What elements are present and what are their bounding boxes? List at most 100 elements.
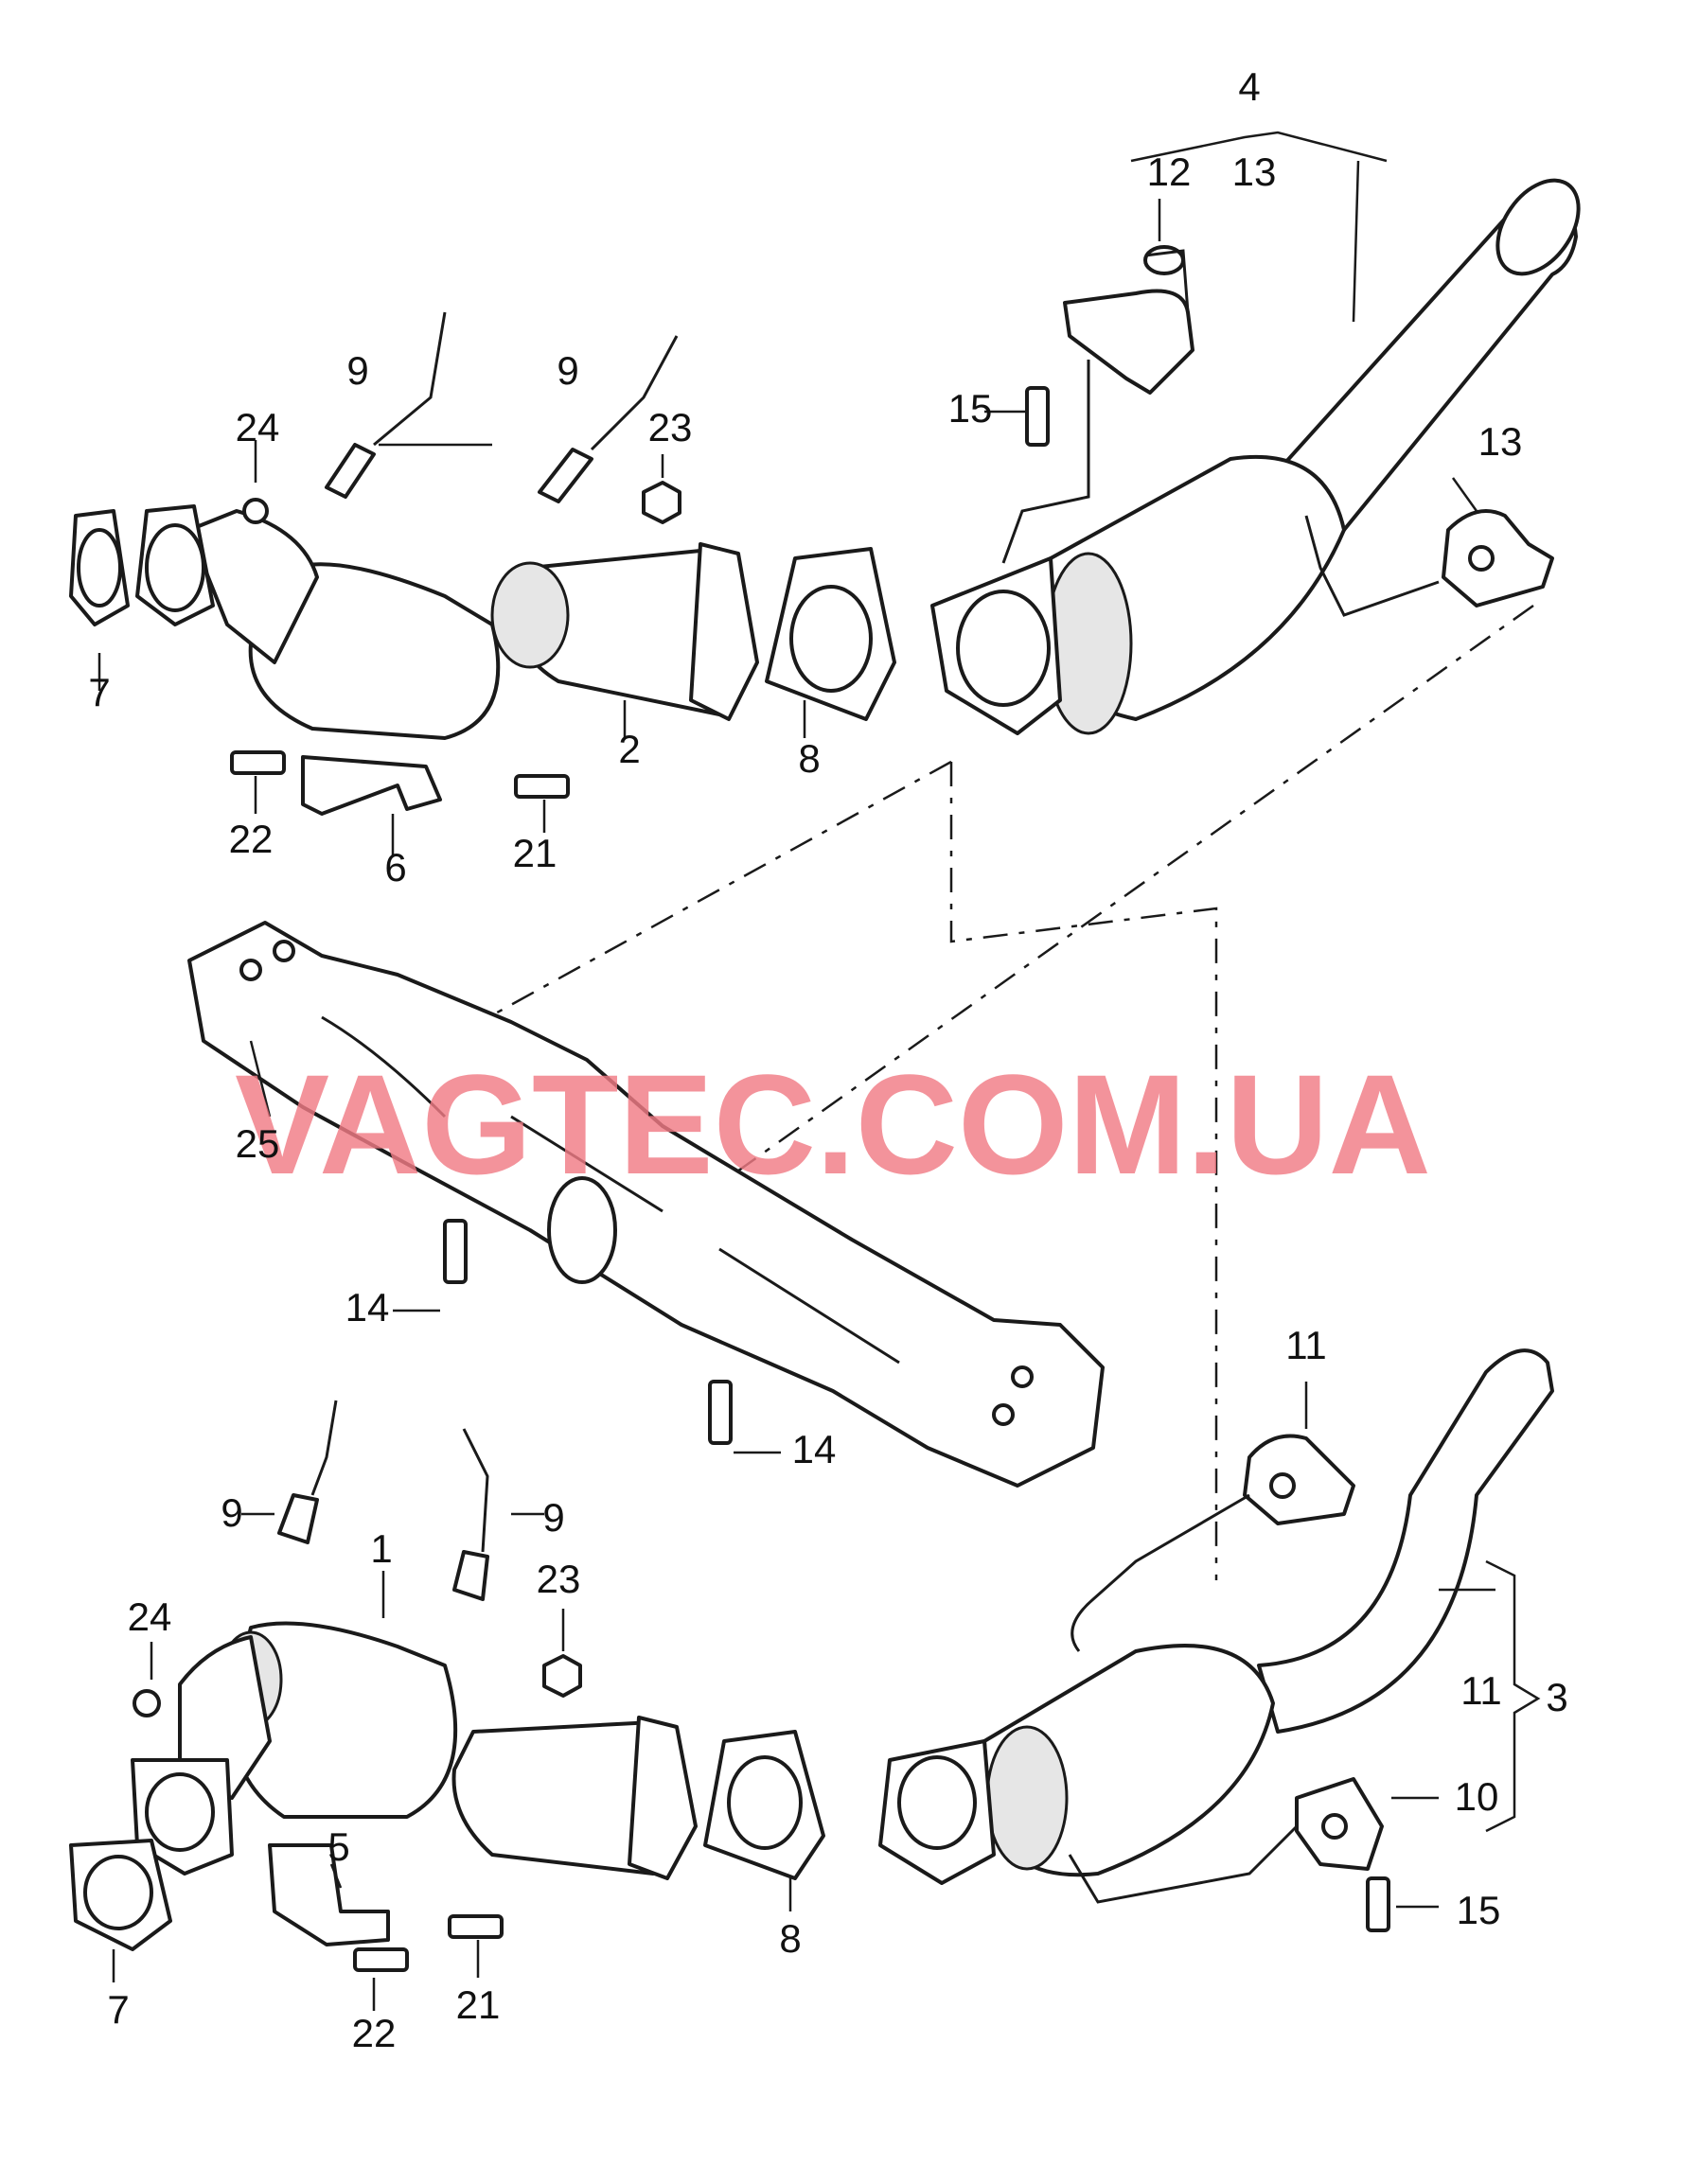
lower-oxygen-sensor-left-wire [310, 1400, 338, 1496]
callout-8-upper: 8 [798, 736, 820, 781]
crossmember [187, 921, 1105, 1488]
upper-bolt-15 [1025, 386, 1050, 447]
upper-oxygen-sensor-left [325, 443, 376, 499]
upper-bracket [301, 755, 442, 816]
upper-front-catalyst [248, 562, 501, 740]
upper-oxygen-sensor-right [538, 448, 593, 503]
callout-9-upper-left: 9 [346, 348, 368, 393]
upper-nut-23 [642, 481, 681, 524]
callout-21-lower: 21 [456, 1982, 501, 2027]
callout-1: 1 [370, 1526, 392, 1571]
upper-oxygen-sensor-right-wire [590, 335, 679, 451]
lower-bolt-21 [448, 1914, 504, 1939]
callout-3: 3 [1546, 1675, 1567, 1719]
callout-22-upper: 22 [229, 817, 274, 861]
lower-gasket-hole [727, 1755, 803, 1850]
callout-9-lower-right: 9 [542, 1495, 564, 1540]
lower-oxygen-sensor-right-wire [462, 1428, 489, 1553]
upper-bracket-4-lead [1130, 131, 1388, 323]
lower-bolt-22 [353, 1947, 409, 1972]
lower-nut-24 [133, 1689, 161, 1717]
lower-front-inlet [178, 1635, 272, 1800]
callout-9-lower-left: 9 [221, 1490, 242, 1535]
lower-rear-catalyst-cap [985, 1725, 1069, 1871]
lower-hanger-rod-lower [1068, 1824, 1299, 1904]
callout-8-lower: 8 [779, 1916, 801, 1961]
lower-bracket [268, 1843, 390, 1946]
callout-6: 6 [384, 845, 406, 889]
crossmember-bolt-14-upper [443, 1219, 468, 1284]
lower-front-flange-hole [145, 1772, 215, 1852]
callout-4: 4 [1238, 64, 1260, 109]
upper-exhaust-assembly [69, 131, 1581, 1580]
upper-gasket-7-hole [77, 528, 122, 608]
upper-oxygen-sensor-left-wire [373, 311, 447, 447]
lower-hanger-10-hole [1321, 1813, 1348, 1840]
callout-23-lower: 23 [537, 1557, 581, 1601]
watermark: VAGTEC.COM.UA [235, 1045, 1431, 1204]
lower-nut-23 [542, 1654, 582, 1698]
lower-exhaust-assembly [69, 1348, 1554, 2011]
upper-hanger-12-arm [1144, 249, 1190, 313]
upper-hanger-12-rod [1001, 360, 1090, 564]
upper-front-catalyst-cap [490, 561, 570, 669]
upper-nut-24 [242, 498, 269, 524]
upper-rear-catalyst-cap [1044, 552, 1133, 735]
crossmember-hole-b [273, 940, 295, 962]
callout-2: 2 [618, 727, 640, 771]
upper-bolt-22 [230, 750, 286, 775]
lower-hanger-11 [1243, 1434, 1355, 1525]
callout-14-left: 14 [345, 1285, 390, 1330]
callout-labels: 4 12 13 15 13 9 9 24 23 7 2 8 22 6 21 25… [88, 64, 1567, 2055]
callout-12: 12 [1147, 150, 1192, 194]
upper-hanger-rod [1304, 515, 1440, 617]
upper-front-flange-hole [145, 523, 205, 612]
callout-24-upper: 24 [236, 405, 280, 449]
upper-gasket-hole [789, 585, 873, 693]
upper-to-lower-link [949, 762, 1218, 1580]
lower-rear-flange-hole [897, 1755, 977, 1850]
lower-tailpipe [1257, 1348, 1554, 1734]
callout-23-upper: 23 [648, 405, 693, 449]
lower-middle-flange [628, 1716, 698, 1880]
callout-14-right: 14 [792, 1427, 837, 1471]
crossmember-hole-d [992, 1403, 1015, 1426]
callout-7-upper: 7 [88, 670, 110, 714]
callout-15-lower: 15 [1457, 1888, 1501, 1932]
crossmember-assembly [187, 921, 1105, 1488]
lower-gasket-7-hole [83, 1855, 153, 1930]
callout-9-upper-right: 9 [557, 348, 578, 393]
upper-middle-flange [689, 542, 759, 721]
callout-22-lower: 22 [352, 2011, 397, 2055]
crossmember-bolt-14-lower [708, 1380, 733, 1445]
lower-bolt-15 [1366, 1876, 1390, 1932]
lower-oxygen-sensor-left [277, 1493, 319, 1544]
upper-hanger-12 [1063, 289, 1194, 395]
callout-10: 10 [1455, 1774, 1499, 1819]
upper-tailpipe-opening [1495, 178, 1581, 276]
callout-13-top: 13 [1232, 150, 1277, 194]
lower-hanger-rod-upper [1071, 1493, 1250, 1652]
lower-hanger-11-hole [1269, 1472, 1296, 1499]
callout-5: 5 [327, 1824, 349, 1869]
callout-21-upper: 21 [513, 831, 557, 875]
callout-15-upper: 15 [948, 386, 993, 431]
lower-brace-3 [1485, 1559, 1541, 1833]
lower-leaders [112, 1382, 1495, 2011]
callout-11-hanger: 11 [1285, 1323, 1327, 1367]
upper-rear-flange-hole [956, 590, 1051, 707]
callout-24-lower: 24 [128, 1594, 172, 1639]
lower-oxygen-sensor-right [452, 1550, 489, 1601]
upper-hanger-13-hole [1468, 545, 1495, 572]
upper-bolt-21 [514, 774, 570, 799]
callout-11-brace: 11 [1460, 1668, 1502, 1713]
crossmember-hole-a [239, 959, 262, 981]
callout-7-lower: 7 [107, 1987, 129, 2032]
upper-leaders [97, 199, 1478, 856]
callout-25: 25 [236, 1121, 280, 1166]
upper-hanger-13 [1442, 509, 1554, 608]
crossmember-center-hole [547, 1176, 617, 1284]
crossmember-leaders [249, 1040, 781, 1454]
crossmember-ridge [321, 1015, 900, 1365]
